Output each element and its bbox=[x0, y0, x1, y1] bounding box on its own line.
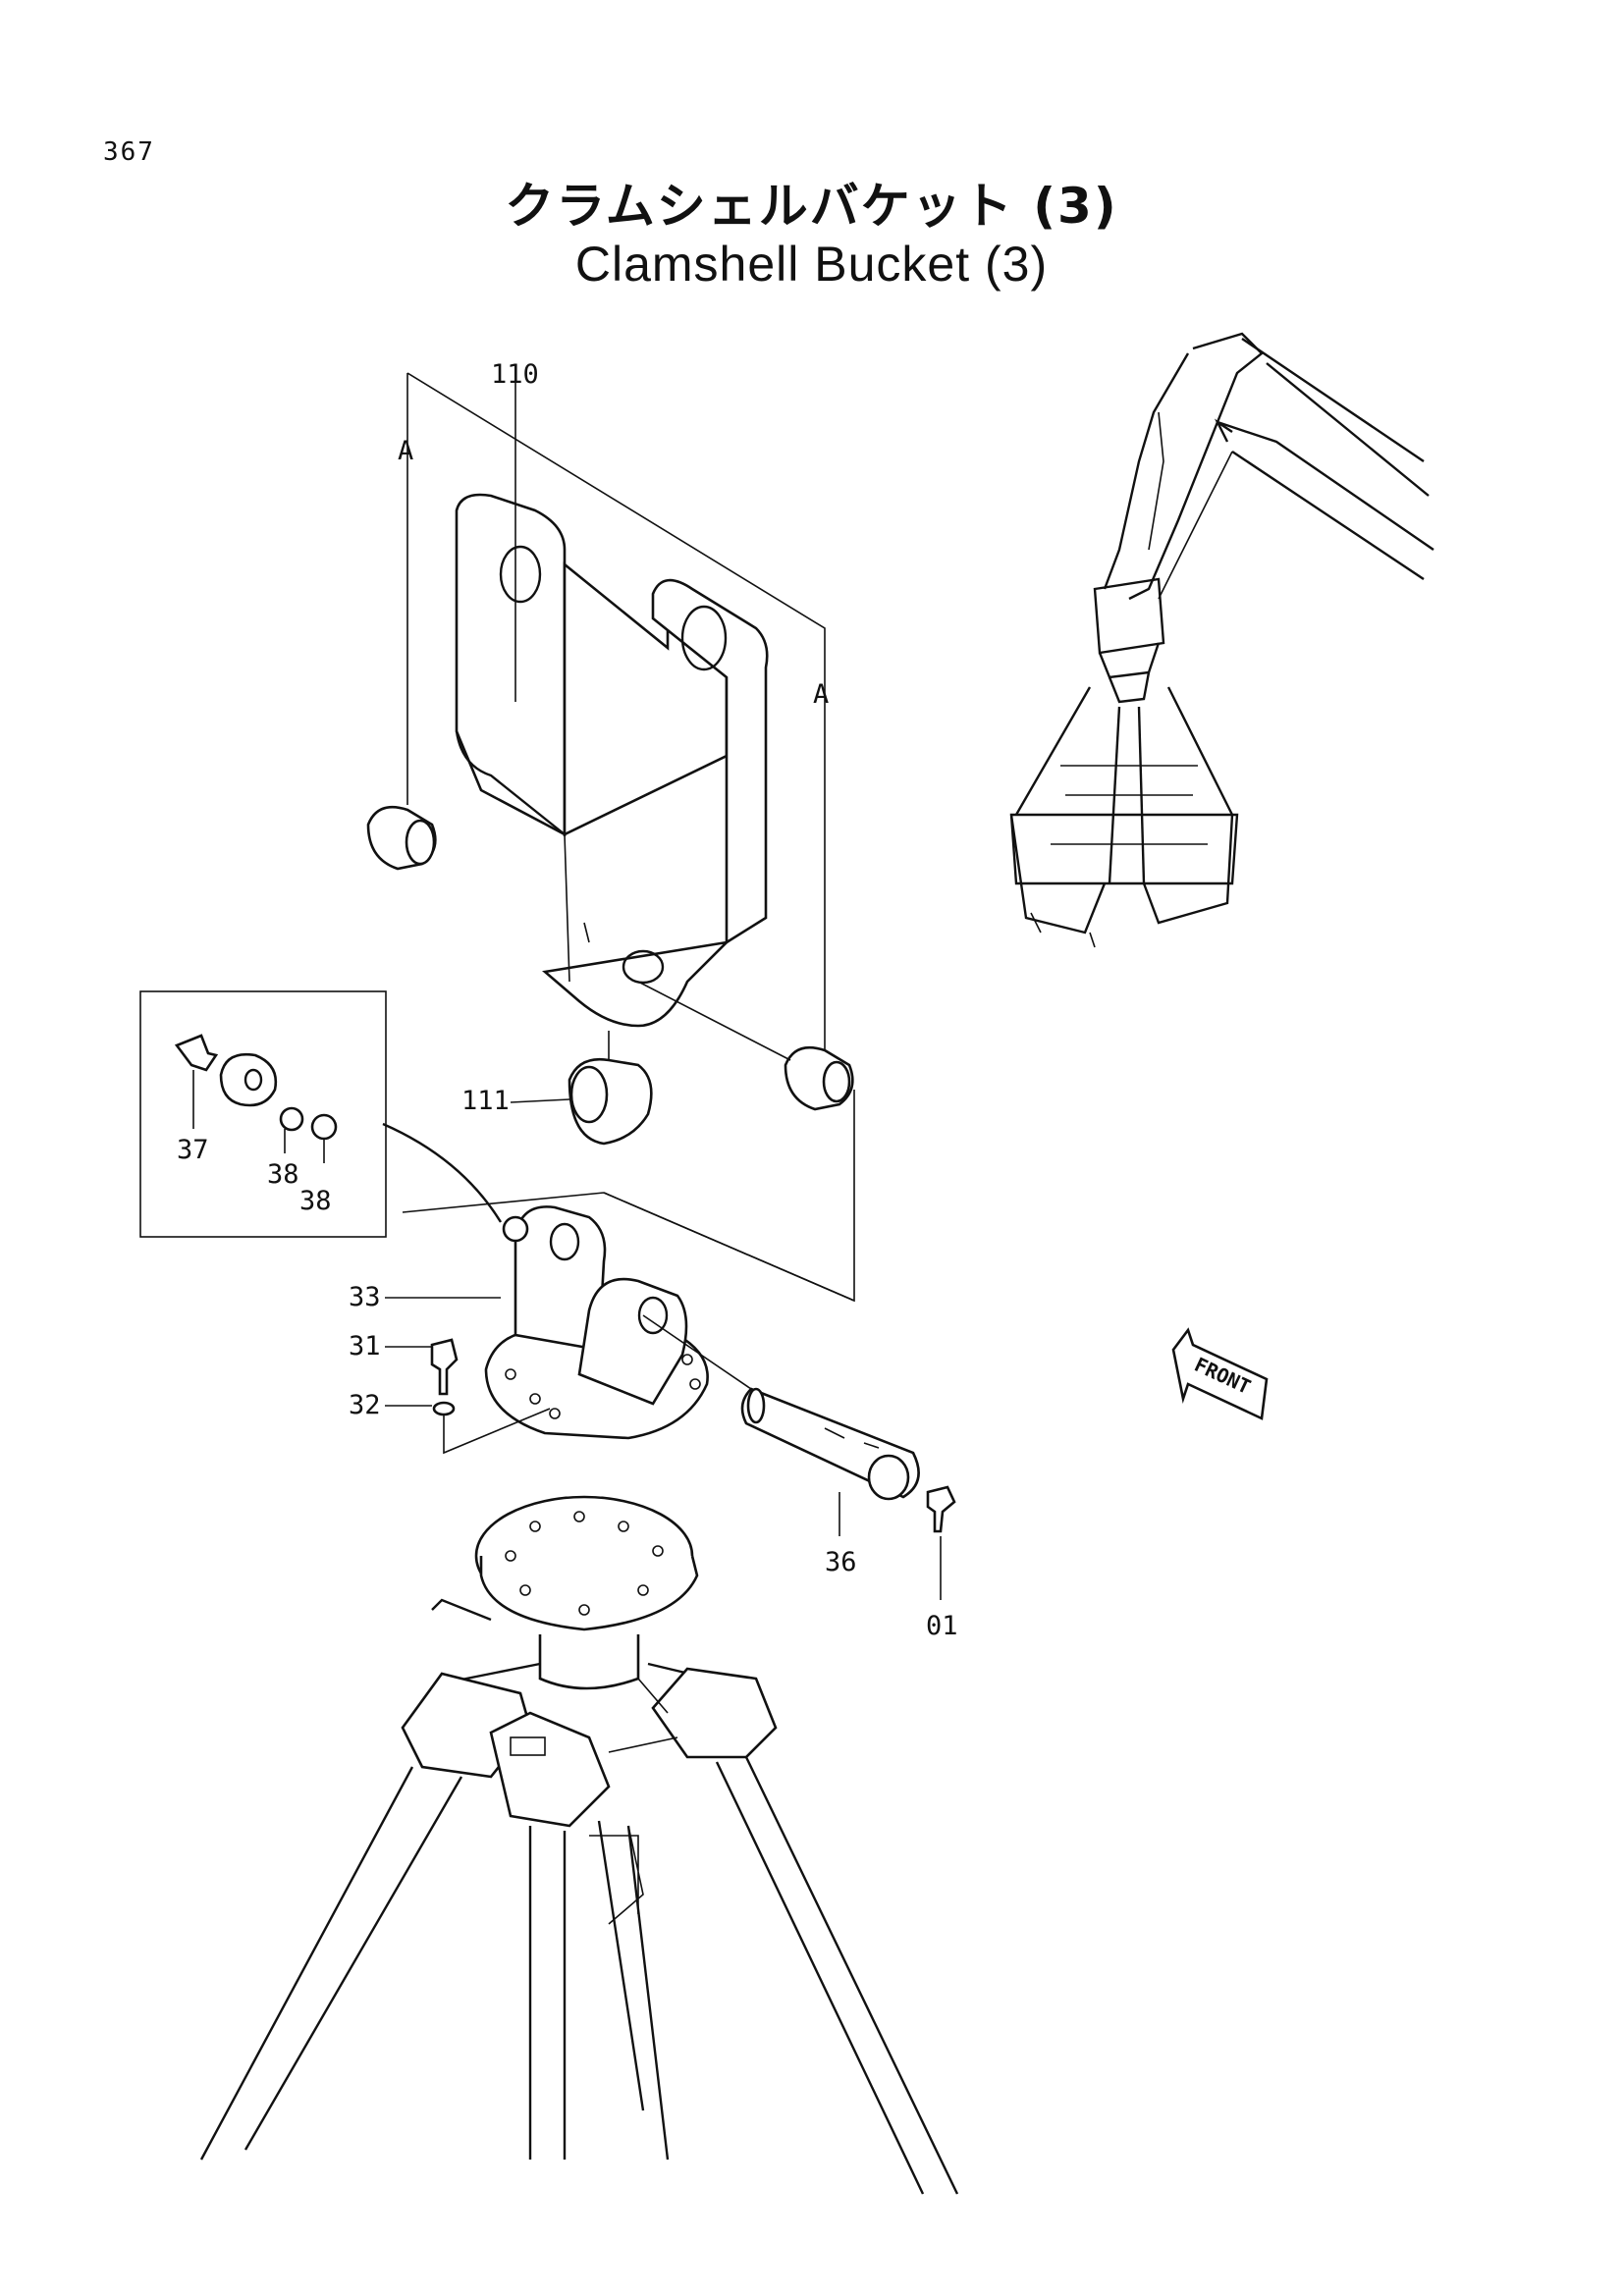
bolt-31 bbox=[430, 1338, 551, 1455]
callout-111: 111 bbox=[461, 1086, 510, 1116]
callout-01: 01 bbox=[926, 1611, 958, 1641]
bushing-111 bbox=[568, 1057, 653, 1146]
bushing-left bbox=[366, 805, 437, 871]
callout-a-left: A bbox=[398, 436, 413, 466]
excavator-illustration bbox=[1009, 332, 1434, 948]
callout-37: 37 bbox=[177, 1135, 209, 1165]
callout-33: 33 bbox=[349, 1282, 381, 1312]
page-number: 367 bbox=[103, 137, 155, 167]
callout-31: 31 bbox=[349, 1331, 381, 1362]
callout-36: 36 bbox=[825, 1547, 857, 1577]
callout-110: 110 bbox=[491, 359, 539, 390]
base-33 bbox=[402, 1192, 855, 1440]
inset-leader-curve bbox=[382, 1122, 503, 1223]
callout-a-right: A bbox=[813, 679, 829, 710]
pin-36 bbox=[642, 1314, 920, 1501]
title-japanese: クラムシェルバケット (3) bbox=[505, 178, 1118, 235]
rotary-base bbox=[474, 1495, 699, 1690]
clamshell-frame bbox=[199, 1598, 959, 2195]
bracket-110 bbox=[455, 493, 769, 1028]
callout-38-a: 38 bbox=[267, 1159, 299, 1190]
title-english: Clamshell Bucket (3) bbox=[574, 237, 1049, 292]
bushing-axis-line bbox=[637, 981, 791, 1061]
callout-32: 32 bbox=[349, 1390, 381, 1420]
inset-box bbox=[139, 990, 387, 1238]
reference-line-a bbox=[406, 372, 826, 1050]
leader-111 bbox=[510, 1098, 570, 1103]
bolt-01 bbox=[926, 1485, 956, 1533]
callout-38-b: 38 bbox=[299, 1186, 332, 1216]
bushing-right bbox=[784, 1045, 854, 1111]
front-arrow: FRONT bbox=[1171, 1327, 1269, 1420]
